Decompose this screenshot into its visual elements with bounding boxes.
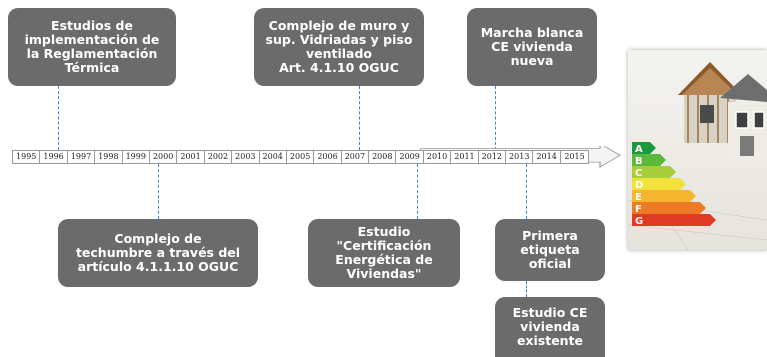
house-illustration: A B C D E F G bbox=[627, 50, 767, 251]
year-cell: 1997 bbox=[68, 151, 96, 163]
connector-line bbox=[495, 86, 496, 150]
energy-letter: E bbox=[635, 192, 642, 203]
year-cell: 1998 bbox=[95, 151, 123, 163]
year-cell: 2009 bbox=[396, 151, 424, 163]
connector-line bbox=[58, 86, 59, 150]
event-box-reglamentacion-termica: Estudios de implementación de la Reglame… bbox=[8, 8, 176, 86]
year-cell: 1995 bbox=[13, 151, 41, 163]
year-cell: 1996 bbox=[40, 151, 68, 163]
event-text: Complejo de muro y sup. Vidriadas y piso… bbox=[265, 18, 413, 75]
year-cell: 2010 bbox=[424, 151, 452, 163]
event-text: Estudio CE vivienda existente bbox=[512, 305, 588, 348]
connector-line bbox=[526, 281, 527, 297]
year-cell: 2015 bbox=[564, 152, 585, 161]
event-text: Complejo de techumbre a través del artíc… bbox=[75, 231, 241, 274]
event-text: Estudios de implementación de la Reglame… bbox=[24, 18, 160, 75]
connector-line bbox=[417, 164, 418, 219]
energy-rating-bars bbox=[632, 142, 716, 226]
timeline-years: 1995 1996 1997 1998 1999 2000 2001 2002 … bbox=[12, 150, 590, 164]
year-cell: 2013 bbox=[506, 151, 534, 163]
year-cell: 2011 bbox=[451, 151, 479, 163]
energy-letter: A bbox=[635, 144, 643, 155]
energy-letter: B bbox=[635, 156, 643, 167]
year-cell: 2012 bbox=[479, 151, 507, 163]
connector-line bbox=[359, 86, 360, 150]
connector-line bbox=[526, 164, 527, 219]
year-cell: 2007 bbox=[342, 151, 370, 163]
event-box-complejo-techumbre: Complejo de techumbre a través del artíc… bbox=[58, 219, 258, 287]
energy-letter: D bbox=[635, 180, 643, 191]
event-box-estudio-ce-existente: Estudio CE vivienda existente bbox=[495, 297, 605, 357]
year-cell: 2008 bbox=[369, 151, 397, 163]
event-box-primera-etiqueta: Primera etiqueta oficial bbox=[495, 219, 605, 281]
energy-letter: G bbox=[635, 216, 643, 227]
energy-house-image: A B C D E F G bbox=[627, 50, 767, 251]
event-text: Estudio "Certificación Energética de Viv… bbox=[335, 224, 433, 281]
year-cell: 2004 bbox=[260, 151, 287, 163]
event-text: Marcha blanca CE vivienda nueva bbox=[480, 25, 584, 68]
year-cell: 2005 bbox=[287, 151, 315, 163]
event-box-marcha-blanca: Marcha blanca CE vivienda nueva bbox=[467, 8, 597, 86]
connector-line bbox=[158, 164, 159, 219]
year-cell: 1999 bbox=[123, 151, 150, 163]
energy-letter: F bbox=[635, 204, 642, 215]
year-cell: 2002 bbox=[205, 151, 233, 163]
year-cell: 2000 bbox=[150, 151, 178, 163]
year-cell: 2014 bbox=[533, 151, 561, 163]
year-cell: 2003 bbox=[232, 151, 260, 163]
event-box-complejo-muro: Complejo de muro y sup. Vidriadas y piso… bbox=[254, 8, 424, 86]
year-cell: 2001 bbox=[177, 151, 205, 163]
energy-letter: C bbox=[635, 168, 642, 179]
house-frame bbox=[678, 62, 742, 143]
event-box-estudio-certificacion: Estudio "Certificación Energética de Viv… bbox=[308, 219, 460, 287]
year-cell: 2006 bbox=[314, 151, 342, 163]
event-text: Primera etiqueta oficial bbox=[520, 228, 580, 271]
